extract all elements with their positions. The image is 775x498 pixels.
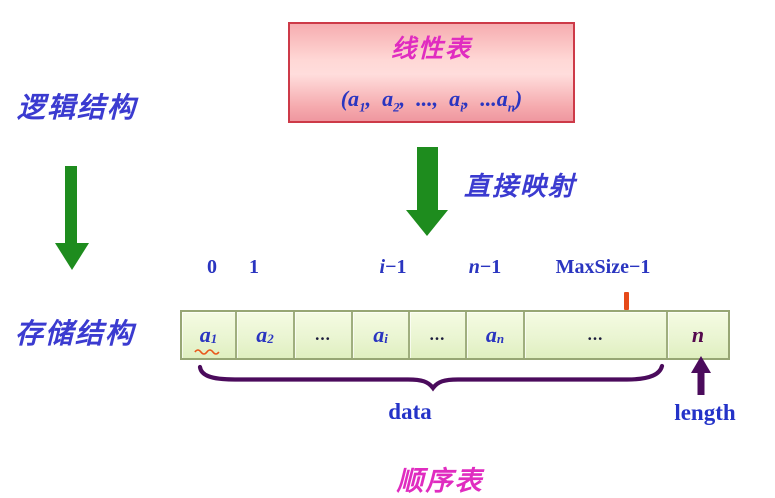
linear-list-title: 线性表	[390, 36, 472, 63]
red-marker-icon	[624, 292, 629, 310]
down-arrow-left-head-icon	[55, 243, 89, 270]
array-cell-length-n: n	[668, 312, 728, 358]
array-cell-free-space: ...	[525, 312, 668, 358]
down-arrow-middle-head-icon	[406, 210, 448, 236]
sequential-list-label-wrap: 顺序表	[0, 459, 775, 498]
data-label: data	[388, 399, 432, 424]
index-label-maxsize-1: MaxSize−1	[555, 256, 651, 278]
data-brace-icon	[197, 363, 665, 392]
linear-list-formula: (a1, a2, ..., ai, ...an)	[340, 86, 523, 115]
index-label-1: 1	[249, 256, 259, 278]
length-up-arrow-icon	[691, 356, 711, 395]
linear-list-box: 线性表 (a1, a2, ..., ai, ...an)	[288, 22, 575, 123]
array-cell-ellipsis: ...	[410, 312, 467, 358]
index-label-0: 0	[207, 256, 217, 278]
storage-structure-label: 存储结构	[15, 319, 136, 350]
index-label-n-1: n−1	[468, 256, 502, 278]
direct-mapping-label: 直接映射	[464, 172, 577, 201]
index-label-i-1: i−1	[379, 256, 407, 278]
logical-structure-label: 逻辑结构	[17, 93, 138, 124]
down-arrow-left-icon	[65, 166, 77, 243]
spellcheck-squiggle-icon	[193, 349, 220, 355]
array-cell-ellipsis: ...	[295, 312, 353, 358]
length-label: length	[674, 400, 736, 425]
down-arrow-middle-icon	[417, 147, 438, 210]
sequential-list-label: 顺序表	[396, 466, 484, 496]
